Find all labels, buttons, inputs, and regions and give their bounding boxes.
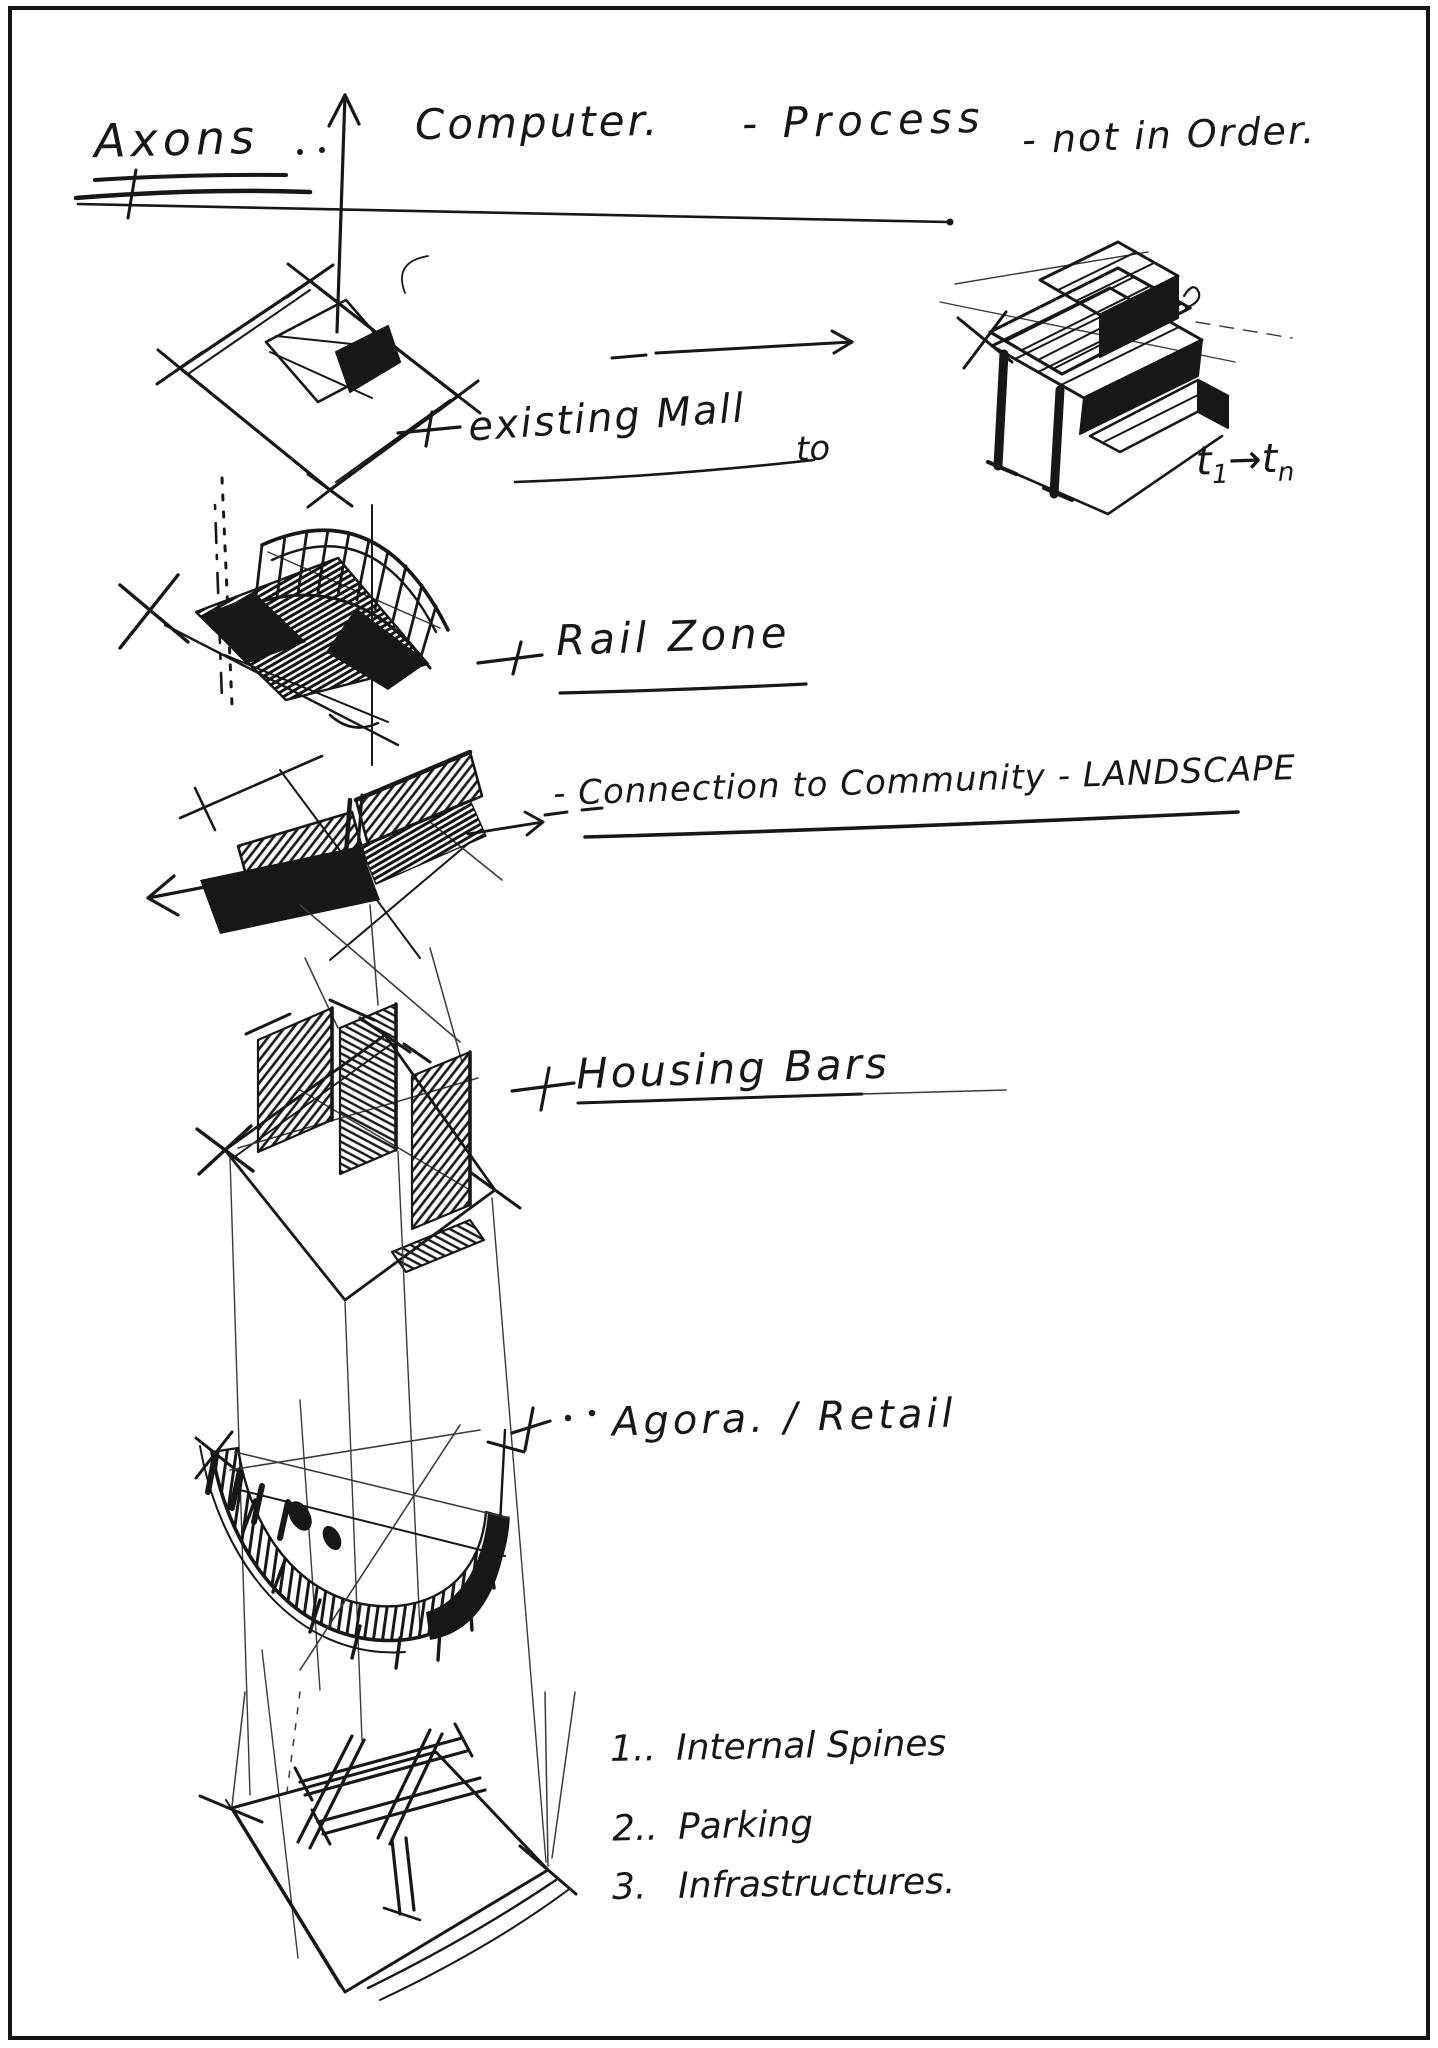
note-infrastructures: 3. Infrastructures.: [612, 1861, 956, 1908]
label-t1-to-tn: t1→tn: [1195, 435, 1295, 491]
title-axons: Axons: [93, 109, 260, 169]
t1-base: t: [1195, 438, 1213, 485]
note-parking: 2.. Parking: [611, 1803, 813, 1849]
sketch-existing-mall: [155, 255, 482, 707]
tn-base: t: [1260, 435, 1279, 483]
note-internal-spines: 1.. Internal Spines: [610, 1723, 947, 1770]
note-text: Internal Spines: [675, 1723, 947, 1769]
sketch-housing-bars: [195, 998, 522, 1302]
t1-sub: 1: [1211, 459, 1230, 491]
note-number: 2..: [611, 1807, 659, 1850]
sketch-community-landscape: [146, 749, 604, 1063]
arrow-to-transformed-mall: [610, 329, 854, 360]
label-underlines: [396, 410, 1240, 1452]
title-not-in-order: - not in Order.: [1021, 107, 1317, 163]
label-housing-bars: Housing Bars: [575, 1038, 891, 1099]
note-text: Parking: [677, 1803, 814, 1848]
sketch-rail-zone: [118, 503, 450, 766]
label-agora-retail: Agora. / Retail: [611, 1390, 958, 1446]
title-process: - Process: [741, 92, 987, 149]
sketch-transformed-mall: [939, 240, 1293, 516]
label-to: to: [794, 428, 832, 470]
t-arrow-icon: →: [1227, 436, 1263, 484]
note-number: 3.: [611, 1866, 647, 1908]
tn-sub: n: [1277, 457, 1295, 488]
page-border: [8, 6, 1430, 2040]
axis-arrows: [73, 93, 954, 334]
sketch-base-spines: [198, 1691, 578, 2001]
note-number: 1..: [609, 1728, 657, 1770]
note-text: Infrastructures.: [677, 1861, 956, 1907]
label-rail-zone: Rail Zone: [555, 607, 792, 666]
title-computer: Computer.: [414, 95, 661, 150]
sketch-agora-retail: [194, 1424, 526, 1671]
